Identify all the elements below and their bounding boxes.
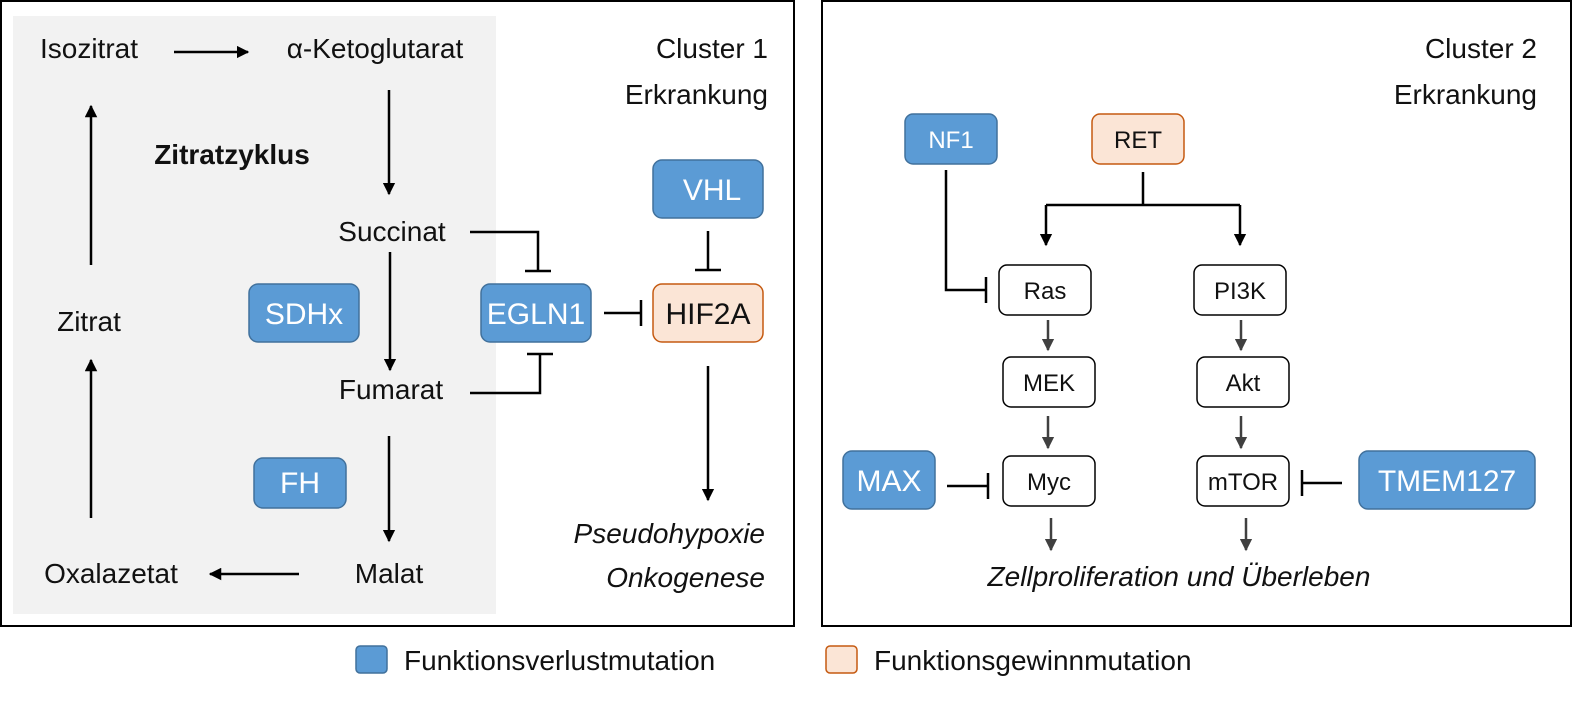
inhibition-succinat-egln1 (470, 230, 551, 273)
gene-hif2a: HIF2A (652, 283, 764, 343)
cluster1-panel: Cluster 1 Erkrankung Zitratzyklus Isozit… (0, 0, 795, 627)
metabolite-zitrat: Zitrat (57, 306, 121, 337)
node-mtor-label: mTOR (1208, 469, 1278, 496)
gene-ret-label: RET (1114, 127, 1162, 154)
legend-loss-swatch (355, 645, 388, 674)
node-mtor: mTOR (1196, 455, 1290, 507)
cluster1-outcome-line1: Pseudohypoxie (574, 518, 765, 549)
gene-sdhx-label: SDHx (265, 298, 343, 331)
node-ras-label: Ras (1024, 278, 1067, 305)
node-mek: MEK (1002, 356, 1096, 408)
cluster1-outcome-line2: Onkogenese (606, 562, 765, 593)
inhibition-tmem127-mtor (1300, 470, 1342, 496)
metabolite-oxalazetat: Oxalazetat (44, 558, 178, 589)
cluster2-title-line2: Erkrankung (1394, 79, 1537, 110)
cluster2-outcome: Zellproliferation und Überleben (987, 561, 1371, 592)
gene-hif2a-label: HIF2A (665, 298, 750, 331)
cluster2-title-line1: Cluster 2 (1425, 33, 1537, 64)
gene-nf1: NF1 (904, 113, 998, 165)
gene-tmem127: TMEM127 (1358, 450, 1536, 510)
node-akt: Akt (1196, 356, 1290, 408)
cluster2-panel: Cluster 2 Erkrankung NF1 RET Ras MEK Myc (821, 0, 1572, 627)
cluster1-title-line1: Cluster 1 (656, 33, 768, 64)
gene-sdhx: SDHx (248, 283, 360, 343)
node-pi3k: PI3K (1193, 264, 1287, 316)
cluster1-title-line2: Erkrankung (625, 79, 768, 110)
gene-fh: FH (253, 457, 347, 509)
node-ras: Ras (998, 264, 1092, 316)
gene-fh-label: FH (280, 467, 320, 500)
node-pi3k-label: PI3K (1214, 278, 1266, 305)
metabolite-isozitrat: Isozitrat (40, 33, 138, 64)
inhibition-max-myc (947, 473, 990, 499)
gene-max-label: MAX (856, 465, 921, 498)
gene-egln1-label: EGLN1 (487, 298, 585, 331)
ret-branch-lines (1046, 172, 1240, 207)
legend-loss-label: Funktionsverlustmutation (404, 645, 715, 676)
metabolite-ketoglutarat: α-Ketoglutarat (287, 33, 464, 64)
metabolite-succinat: Succinat (338, 216, 446, 247)
inhibition-nf1-ras (944, 170, 988, 303)
inhibition-egln1-hif2a (604, 300, 643, 326)
node-mek-label: MEK (1023, 370, 1075, 397)
metabolite-malat: Malat (355, 558, 424, 589)
legend-gain-label: Funktionsgewinnmutation (874, 645, 1192, 676)
gene-ret: RET (1091, 113, 1185, 165)
node-myc: Myc (1002, 455, 1096, 507)
gene-vhl-label: VHL (683, 174, 741, 207)
gene-vhl: VHL (652, 159, 764, 219)
gene-egln1: EGLN1 (480, 283, 592, 343)
inhibition-fumarat-egln1 (470, 352, 553, 395)
node-akt-label: Akt (1226, 370, 1261, 397)
metabolite-fumarat: Fumarat (339, 374, 443, 405)
gene-max: MAX (842, 450, 936, 510)
inhibition-vhl-hif2a (695, 231, 721, 272)
legend-gain-swatch (825, 645, 858, 674)
citric-cycle-title: Zitratzyklus (154, 139, 310, 170)
gene-tmem127-label: TMEM127 (1378, 465, 1516, 498)
node-myc-label: Myc (1027, 469, 1071, 496)
gene-nf1-label: NF1 (928, 127, 973, 154)
legend: Funktionsverlustmutation Funktionsgewinn… (355, 645, 1192, 676)
